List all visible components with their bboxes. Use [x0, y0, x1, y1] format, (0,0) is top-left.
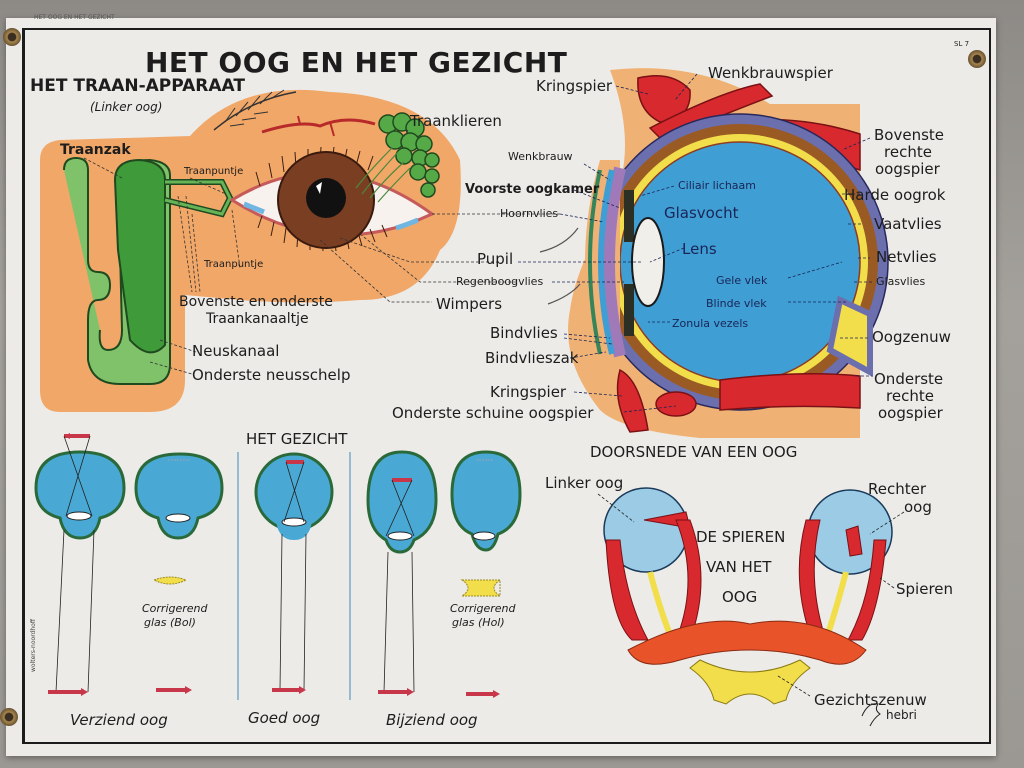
- label-onderste-rechte-3: oogspier: [878, 404, 943, 422]
- caption-verziend-oog: Verziend oog: [70, 711, 168, 729]
- label-wimpers: Wimpers: [436, 295, 503, 313]
- label-wenkbrauwspier: Wenkbrauwspier: [708, 64, 833, 82]
- caption-goed-oog: Goed oog: [248, 709, 321, 727]
- label-bindvlieszak: Bindvlieszak: [485, 349, 579, 367]
- muscles-title-2: VAN HET: [706, 558, 772, 576]
- label-neusschelp: Onderste neusschelp: [192, 366, 351, 384]
- publisher-side-print: wolters-noordhoff: [30, 619, 37, 672]
- vision-title: HET GEZICHT: [246, 430, 348, 448]
- muscles-title-3: OOG: [722, 588, 758, 606]
- label-concave-lens-2: glas (Hol): [452, 616, 505, 629]
- tear-apparatus-title: HET TRAAN-APPARAAT: [30, 76, 245, 96]
- tear-apparatus-subtitle: (Linker oog): [90, 100, 163, 114]
- caption-bijziend-oog: Bijziend oog: [386, 711, 478, 729]
- eye-muscles-illustration: [597, 487, 905, 727]
- label-wenkbrauw: Wenkbrauw: [508, 150, 573, 163]
- muscles-title-1: DE SPIEREN: [696, 528, 786, 546]
- grommet-icon: [0, 708, 18, 726]
- label-convex-lens-1: Corrigerend: [142, 602, 208, 615]
- eye-cross-section-illustration: [518, 68, 889, 439]
- label-netvlies: Netvlies: [876, 248, 937, 266]
- label-neuskanaal: Neuskanaal: [192, 342, 280, 360]
- label-bindvlies: Bindvlies: [490, 324, 558, 342]
- poster-border: [22, 28, 991, 744]
- label-regenboogvlies: Regenboogvlies: [456, 275, 544, 288]
- cross-section-caption: DOORSNEDE VAN EEN OOG: [590, 443, 798, 461]
- label-zonula-vezels: Zonula vezels: [672, 317, 749, 330]
- label-traankanaaltje-2: Traankanaaltje: [206, 311, 309, 327]
- grommet-icon: [968, 50, 986, 68]
- label-glasvocht: Glasvocht: [664, 204, 739, 222]
- header-strip: HET OOG EN HET GEZICHT: [34, 14, 115, 21]
- label-linker-oog: Linker oog: [545, 474, 624, 492]
- label-vaatvlies: Vaatvlies: [874, 215, 942, 233]
- label-concave-lens-1: Corrigerend: [450, 602, 516, 615]
- label-ciliair-lichaam: Ciliair lichaam: [678, 179, 756, 192]
- label-bovenste-rechte-3: oogspier: [875, 160, 940, 178]
- label-onderste-rechte-2: rechte: [886, 387, 934, 405]
- label-traanzak: Traanzak: [60, 142, 131, 158]
- grommet-icon: [3, 28, 21, 46]
- label-oogzenuw: Oogzenuw: [872, 328, 951, 346]
- label-traanpuntje-bottom: Traanpuntje: [204, 259, 264, 270]
- publisher-name: hebri: [886, 708, 917, 722]
- label-harde-oogrok: Harde oogrok: [844, 186, 946, 204]
- label-lens: Lens: [682, 240, 717, 258]
- label-convex-lens-2: glas (Bol): [144, 616, 196, 629]
- label-glasvlies: Glasvlies: [876, 275, 926, 288]
- label-gele-vlek: Gele vlek: [716, 274, 768, 287]
- label-bovenste-rechte-2: rechte: [884, 143, 932, 161]
- label-pupil: Pupil: [477, 250, 514, 268]
- label-onderste-rechte-1: Onderste: [874, 370, 944, 388]
- corner-code: SL 7: [954, 40, 970, 48]
- label-spieren: Spieren: [896, 580, 954, 598]
- label-voorste-oogkamer: Voorste oogkamer: [465, 182, 600, 197]
- label-bovenste-rechte-1: Bovenste: [874, 126, 945, 144]
- label-traankanaaltje-1: Bovenste en onderste: [179, 294, 333, 310]
- label-onderste-schuine-oogspier: Onderste schuine oogspier: [392, 404, 594, 422]
- label-rechter-oog-2: oog: [904, 498, 932, 516]
- label-traanpuntje-top: Traanpuntje: [184, 166, 244, 177]
- label-gezichtszenuw: Gezichtszenuw: [814, 691, 927, 709]
- label-rechter-oog-1: Rechter: [868, 480, 927, 498]
- label-hoornvlies: Hoornvlies: [500, 207, 559, 220]
- vision-comparison-illustration: [34, 433, 522, 700]
- main-title: HET OOG EN HET GEZICHT: [145, 46, 568, 79]
- tear-apparatus-illustration: [40, 89, 560, 412]
- label-kringspier-top: Kringspier: [536, 77, 613, 95]
- label-blinde-vlek: Blinde vlek: [706, 297, 767, 310]
- label-kringspier-bottom: Kringspier: [490, 383, 567, 401]
- label-traanklieren: Traanklieren: [410, 112, 502, 130]
